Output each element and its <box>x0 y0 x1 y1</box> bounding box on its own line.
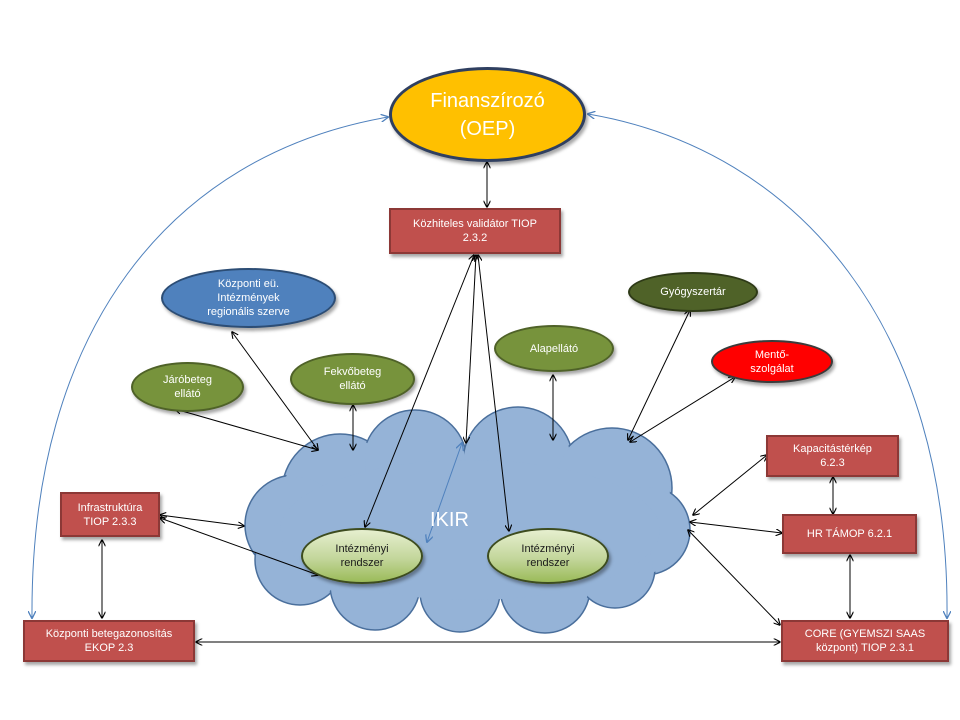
hr-tamop-node: HR TÁMOP 6.2.1 <box>782 514 917 554</box>
kozhiteles-validator-node: Közhiteles validátor TIOP 2.3.2 <box>389 208 561 254</box>
ikir-label: IKIR <box>430 509 469 531</box>
kozponti-eu-node: Központi eü. Intézmények regionális szer… <box>161 268 336 328</box>
connectors <box>102 162 850 642</box>
arrow-mento-cloud <box>630 377 735 442</box>
jarobeteg-node: Járóbeteg ellátó <box>131 362 244 412</box>
arrow-hr-cloud <box>690 522 782 533</box>
right-arc <box>588 114 947 618</box>
mento-szolgalat-node: Mentő- szolgálat <box>711 340 833 383</box>
arrow-kapacitas-cloud <box>693 455 767 515</box>
arrow-validator-cloud <box>466 255 476 443</box>
kapacitasterkep-node: Kapacitástérkép 6.2.3 <box>766 435 899 477</box>
arrow-cloud-intezmenyi1-blue <box>427 443 462 542</box>
arrow-validator-intezmenyi1 <box>365 255 474 527</box>
alapellato-node: Alapellátó <box>494 325 614 372</box>
arrow-jarobeteg-cloud <box>175 409 318 450</box>
core-node: CORE (GYEMSZI SAAS központ) TIOP 2.3.1 <box>781 620 949 662</box>
betegazonositas-node: Központi betegazonosítás EKOP 2.3 <box>23 620 195 662</box>
arrow-validator-intezmenyi2 <box>478 255 509 531</box>
intezmenyi-rendszer-1-node: Intézményi rendszer <box>301 528 423 584</box>
arrow-gyogyszertar-cloud <box>628 310 690 440</box>
arrow-infra-cloud <box>160 515 244 526</box>
left-arc <box>32 117 388 618</box>
arrow-core-cloud <box>688 530 780 625</box>
arrow-infra-intezmenyi1 <box>160 518 318 575</box>
infrastruktura-node: Infrastruktúra TIOP 2.3.3 <box>60 492 160 537</box>
gyogyszertar-node: Gyógyszertár <box>628 272 758 312</box>
finanszirozo-node: Finanszírozó (OEP) <box>389 67 586 162</box>
intezmenyi-rendszer-2-node: Intézményi rendszer <box>487 528 609 584</box>
fekvobeteg-node: Fekvőbeteg ellátó <box>290 353 415 405</box>
